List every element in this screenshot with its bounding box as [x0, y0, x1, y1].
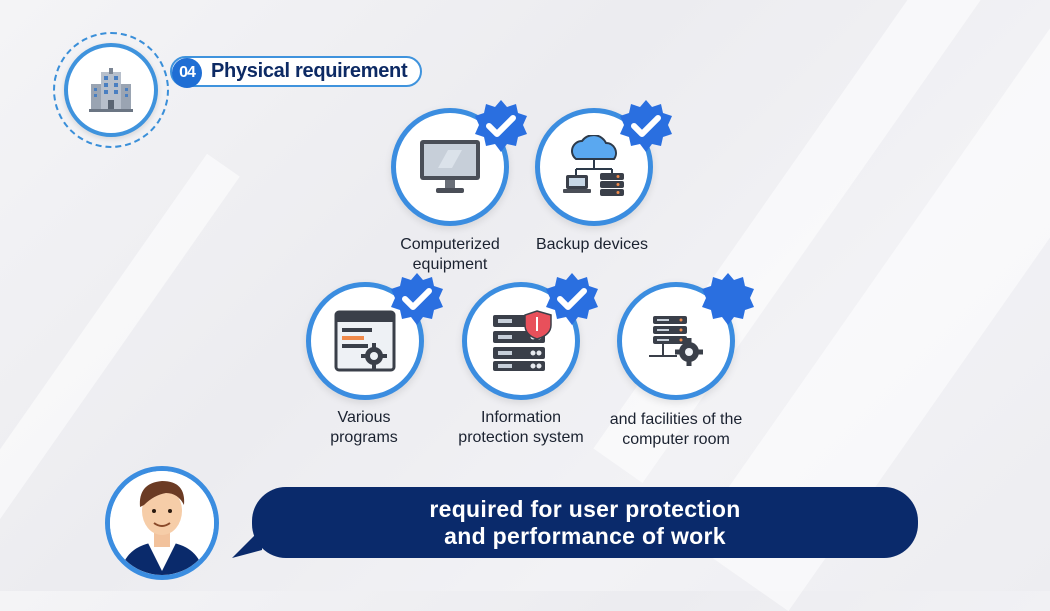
speech-text: required for user protection and perform… [429, 496, 740, 550]
label-line: Various [337, 409, 391, 426]
man-avatar-icon [110, 471, 214, 575]
building-icon [89, 68, 133, 112]
speech-line: and performance of work [444, 522, 726, 549]
item-label: and facilities of the computer room [591, 410, 761, 450]
cloud-backup-icon [563, 135, 624, 196]
item-label: Computerized equipment [365, 235, 535, 275]
label-line: Backup devices [535, 236, 649, 253]
speech-bubble: required for user protection and perform… [252, 487, 918, 558]
header-badge-ring [53, 32, 169, 148]
section-number: 04 [172, 58, 202, 88]
header-badge [64, 43, 158, 137]
page-title: Physical requirement [211, 60, 408, 82]
avatar [105, 466, 219, 580]
item-label: Information protection system [436, 408, 606, 448]
monitor-icon [420, 140, 480, 193]
speech-line: required for user protection [429, 495, 741, 522]
label-line: computer room [622, 431, 730, 448]
item-various-programs [306, 282, 424, 400]
server-shield-icon [493, 310, 552, 371]
program-window-icon [334, 310, 396, 372]
item-label: Backup devices [507, 235, 677, 255]
verified-check-badge-icon [620, 100, 672, 152]
item-label: Various programs [279, 408, 449, 448]
verified-check-badge-icon [391, 273, 443, 325]
title-pill [170, 56, 422, 87]
verified-check-badge-icon [546, 273, 598, 325]
label-line: and facilities of the [609, 411, 743, 428]
label-line: Computerized [400, 236, 500, 253]
label-line: programs [330, 429, 398, 446]
label-line: equipment [412, 256, 488, 273]
verified-check-badge-icon [475, 100, 527, 152]
label-line: protection system [458, 429, 584, 446]
item-circle [306, 282, 424, 400]
unchecked-seal-badge-icon [702, 273, 754, 325]
item-information-protection-system [462, 282, 580, 400]
server-gear-icon [649, 316, 703, 366]
item-circle [462, 282, 580, 400]
label-line: Information [480, 409, 562, 426]
